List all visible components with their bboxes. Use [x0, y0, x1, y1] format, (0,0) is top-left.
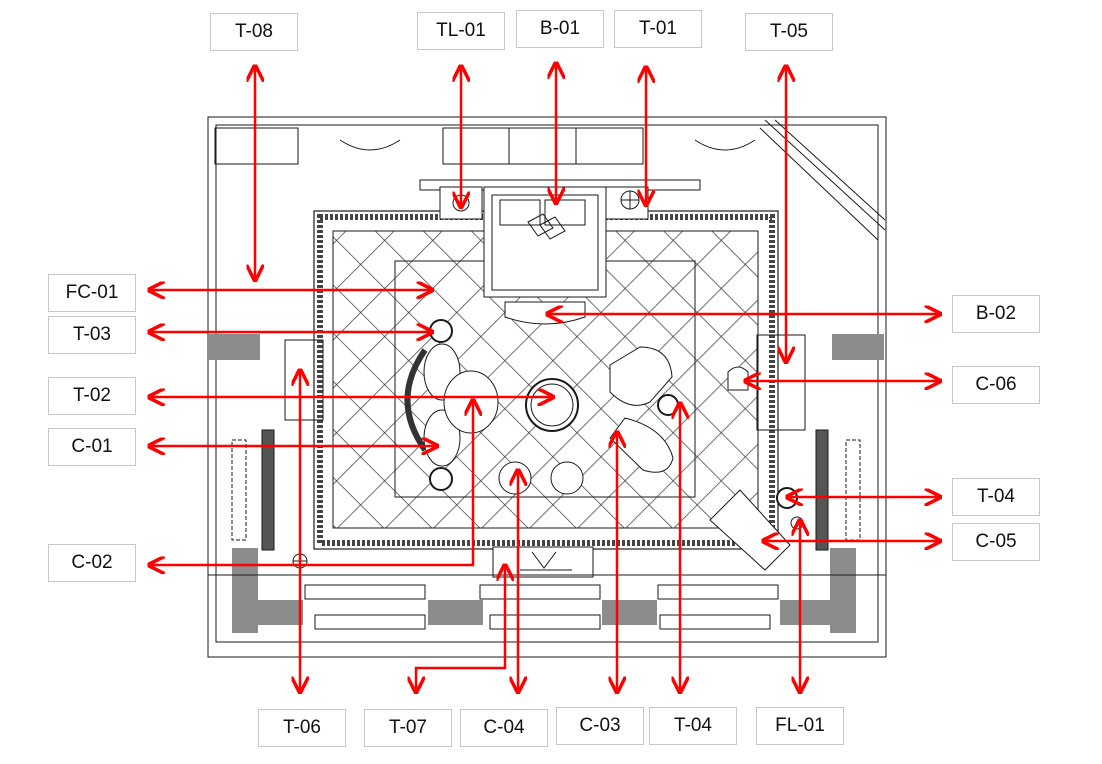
label-t08: T-08	[210, 13, 298, 51]
label-tl01: TL-01	[417, 12, 505, 50]
label-t06: T-06	[258, 709, 346, 747]
label-fc01: FC-01	[48, 274, 136, 312]
label-c05: C-05	[952, 523, 1040, 561]
label-t03: T-03	[48, 316, 136, 354]
label-c06: C-06	[952, 366, 1040, 404]
label-c03: C-03	[556, 707, 644, 745]
label-t07: T-07	[364, 709, 452, 747]
label-t04-bottom: T-04	[649, 707, 737, 745]
arrow-t07	[416, 565, 505, 692]
label-t02: T-02	[48, 377, 136, 415]
label-t01: T-01	[614, 10, 702, 48]
label-t04-right: T-04	[952, 478, 1040, 516]
label-fl01: FL-01	[756, 707, 844, 745]
plan-drawing	[207, 116, 887, 658]
label-b02: B-02	[952, 295, 1040, 333]
label-c01: C-01	[48, 428, 136, 466]
callout-arrows	[149, 63, 940, 692]
label-t05: T-05	[745, 13, 833, 51]
label-c02: C-02	[48, 544, 136, 582]
label-b01: B-01	[516, 10, 604, 48]
label-c04: C-04	[460, 709, 548, 747]
